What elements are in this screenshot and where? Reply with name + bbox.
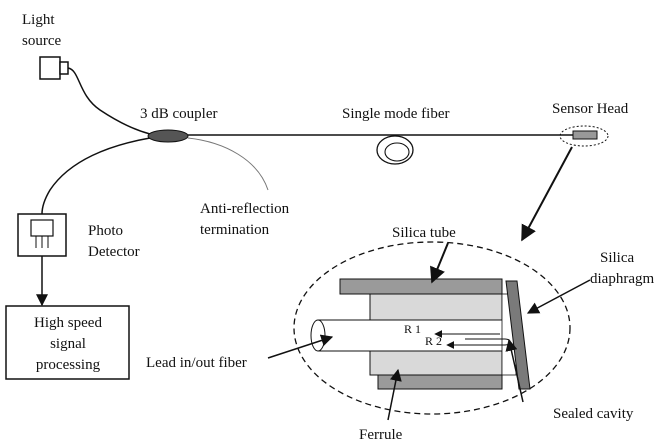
photo-detector-icon [17, 213, 67, 257]
source-fiber [67, 67, 151, 135]
light-source-label-1: Light [22, 12, 55, 28]
fiber-coil-icon [376, 135, 414, 165]
lead-fiber [317, 319, 509, 352]
sealed-cavity-label: Sealed cavity [553, 406, 634, 422]
single-mode-fiber-label: Single mode fiber [342, 106, 449, 122]
ferrule-pointer [387, 368, 402, 421]
coupler-icon [147, 129, 189, 143]
light-source-icon [39, 56, 69, 80]
anti-reflection-label-2: termination [200, 222, 270, 238]
photo-detector-label-1: Photo [88, 223, 123, 239]
silica-tube-top [339, 278, 503, 295]
silica-tube-label: Silica tube [392, 225, 456, 241]
processing-label-3: processing [36, 357, 101, 373]
zoom-boundary [293, 241, 571, 415]
coupler-label: 3 dB coupler [140, 106, 217, 122]
ferrule-bottom [369, 350, 503, 376]
silica-diaphragm [505, 280, 531, 390]
r2-label: R 2 [425, 334, 442, 348]
sensor-head-highlight [559, 125, 609, 147]
lead-fiber-end [310, 319, 326, 352]
sealed-cavity-pointer [505, 338, 524, 403]
silica-diaphragm-pointer [526, 279, 591, 314]
silica-diaphragm-label-1: Silica [600, 250, 635, 266]
lead-fiber-label: Lead in/out fiber [146, 355, 247, 371]
photo-detector-label-2: Detector [88, 244, 140, 260]
lead-fiber-pointer [267, 334, 334, 359]
silica-diaphragm-label-2: diaphragm [590, 271, 654, 287]
detector-fiber [41, 137, 151, 215]
processing-box [5, 305, 130, 380]
ferrule-label: Ferrule [359, 427, 403, 442]
processing-label-2: signal [50, 336, 86, 352]
light-source-label-2: source [22, 33, 61, 49]
processing-label-1: High speed [34, 315, 102, 331]
zoom-arrow [521, 146, 573, 242]
anti-reflection-fiber [187, 137, 269, 191]
silica-tube-pointer [430, 242, 449, 284]
ferrule-top [369, 293, 503, 321]
anti-reflection-label-1: Anti-reflection [200, 201, 290, 217]
sensor-head-icon [572, 130, 598, 140]
r1-label: R 1 [404, 322, 421, 336]
sensor-head-label: Sensor Head [552, 101, 629, 117]
